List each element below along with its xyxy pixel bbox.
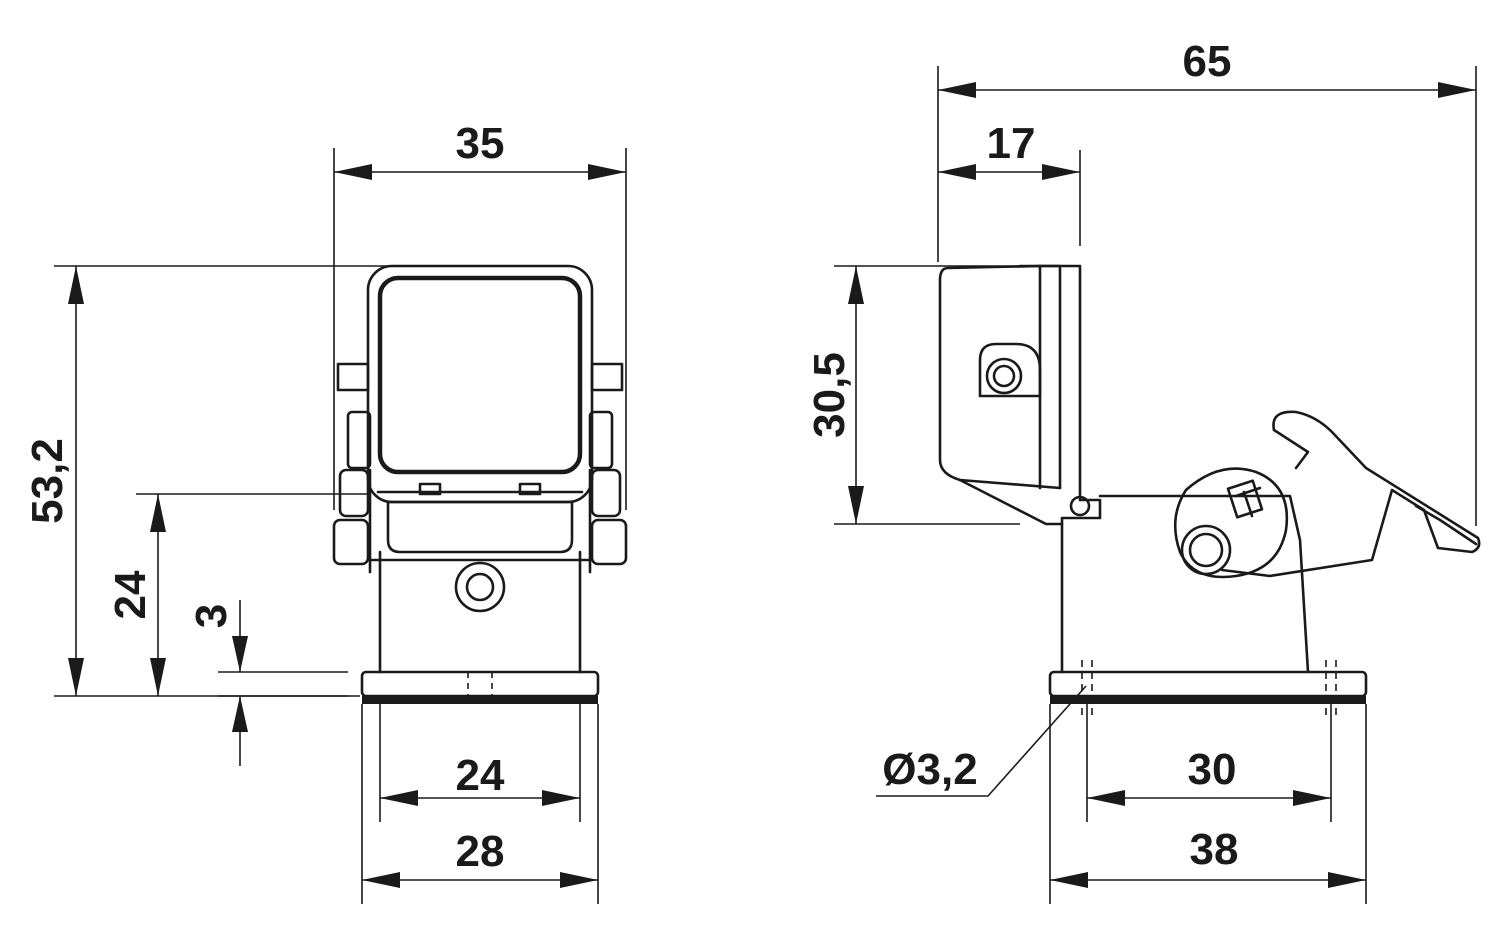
dim-hole-diameter: Ø3,2 bbox=[876, 685, 1087, 797]
dim-overall-height: 53,2 bbox=[23, 265, 396, 697]
dim-label-24-height: 24 bbox=[106, 570, 155, 619]
dim-width-top: 35 bbox=[333, 119, 627, 510]
front-view-housing bbox=[332, 264, 628, 704]
dim-hole-spacing-side: 30 bbox=[1086, 704, 1332, 822]
dim-hood-height: 30,5 bbox=[805, 265, 1020, 525]
dim-label-24-spacing: 24 bbox=[456, 751, 505, 800]
dim-hood-depth: 17 bbox=[938, 119, 1081, 246]
dim-flange-length-side: 38 bbox=[1049, 704, 1367, 904]
dim-label-38: 38 bbox=[1190, 825, 1239, 874]
dim-base-height: 24 bbox=[106, 493, 370, 696]
dim-label-17: 17 bbox=[987, 119, 1036, 168]
side-view-housing bbox=[938, 264, 1481, 720]
dim-label-28: 28 bbox=[456, 827, 505, 876]
dim-label-diameter: Ø3,2 bbox=[882, 745, 977, 794]
dim-label-53-2: 53,2 bbox=[23, 438, 72, 524]
dim-label-30: 30 bbox=[1188, 745, 1237, 794]
dim-flange-width-front: 28 bbox=[361, 704, 599, 904]
side-view: 65 17 30,5 Ø3,2 bbox=[805, 37, 1481, 904]
dim-overall-length: 65 bbox=[937, 37, 1477, 526]
dim-flange-thickness: 3 bbox=[187, 600, 348, 766]
dim-label-3: 3 bbox=[187, 604, 236, 628]
dim-label-65: 65 bbox=[1183, 37, 1232, 86]
front-view: 35 53,2 24 3 bbox=[23, 119, 628, 904]
dim-hole-spacing-front: 24 bbox=[379, 704, 581, 822]
dim-label-35: 35 bbox=[456, 119, 505, 168]
dim-label-30-5: 30,5 bbox=[805, 352, 854, 438]
